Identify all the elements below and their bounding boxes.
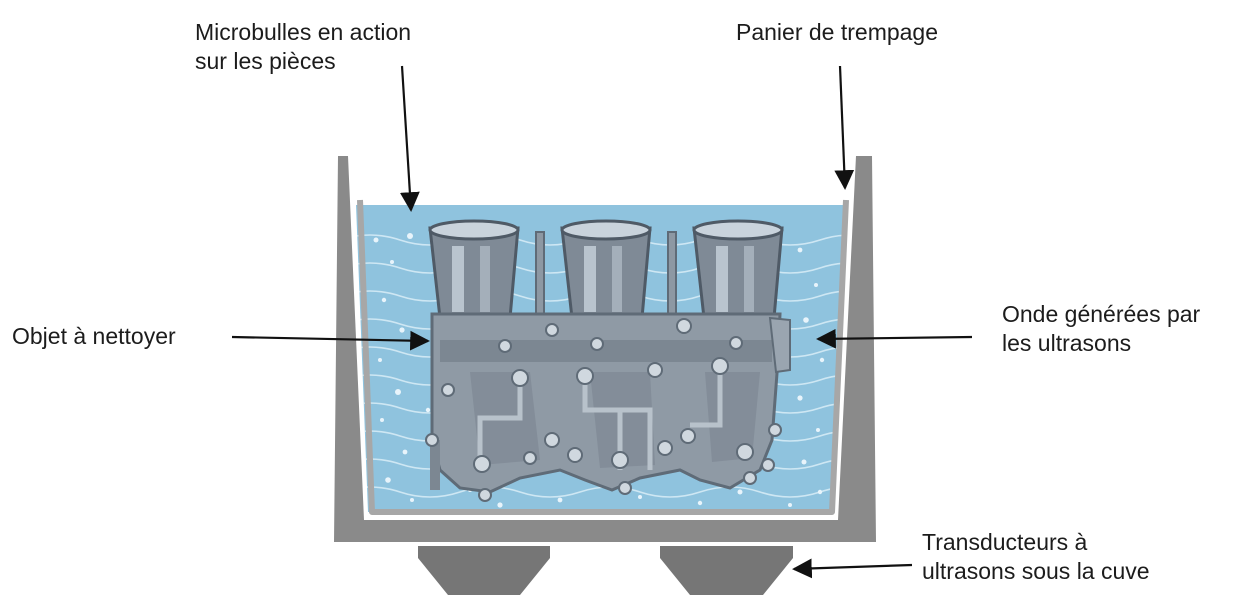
bolts xyxy=(425,318,782,502)
arrow-waves xyxy=(816,328,973,349)
arrow-microbubbles xyxy=(400,65,420,212)
arrow-object xyxy=(231,330,430,351)
carburettor-stack-middle xyxy=(560,219,652,320)
label-object: Objet à nettoyer xyxy=(12,323,176,349)
callout-arrows xyxy=(231,65,973,579)
carburettor-stack-right xyxy=(692,219,784,320)
label-transducers: Transducteurs à ultrasons sous la cuve xyxy=(922,529,1150,584)
label-waves: Onde générées par les ultrasons xyxy=(1002,301,1201,356)
soaking-basket xyxy=(357,199,849,515)
transducer-right xyxy=(660,546,793,595)
transducers xyxy=(418,546,793,595)
transducer-left xyxy=(418,546,550,595)
label-basket: Panier de trempage xyxy=(736,19,939,45)
object-to-clean xyxy=(425,219,791,502)
arrow-basket xyxy=(834,65,855,190)
label-microbubbles: Microbulles en action sur les pièces xyxy=(195,19,412,74)
microbubbles xyxy=(373,233,825,508)
carburettor-body xyxy=(430,312,791,494)
carburettor-stack-left xyxy=(428,219,520,320)
arrow-transducers xyxy=(792,558,913,579)
